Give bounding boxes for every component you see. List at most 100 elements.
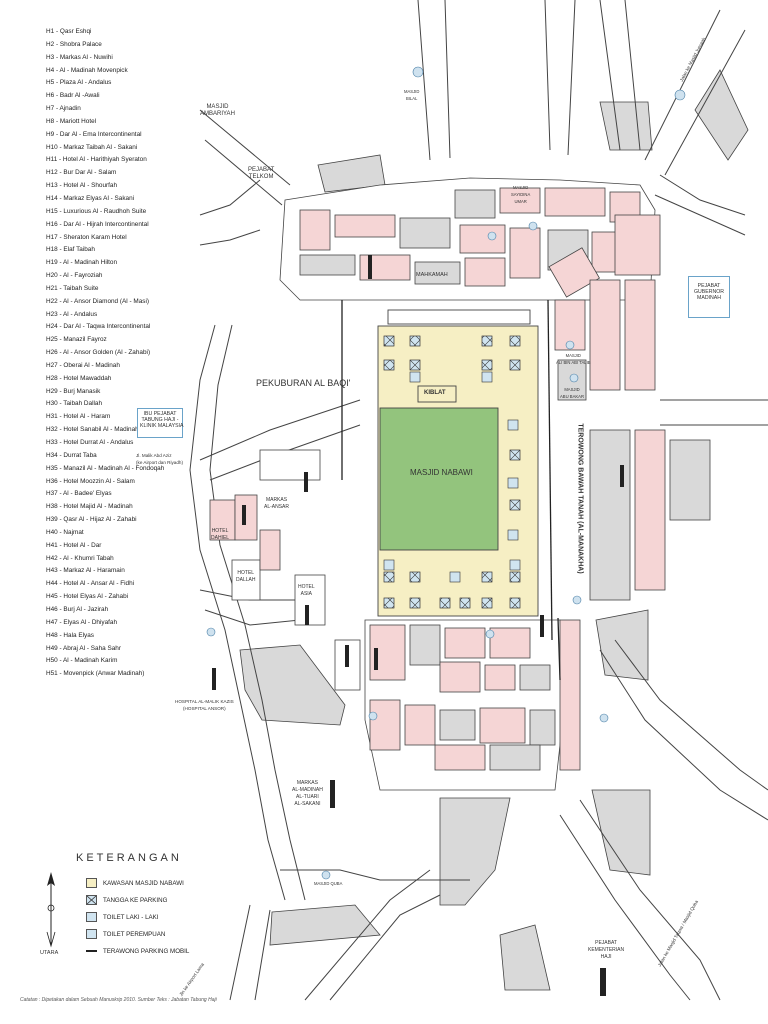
hotel-list-item: H19 - Al - Madinah Hilton bbox=[46, 259, 118, 267]
hotel-list-item: H33 - Hotel Durrat Al - Andalus bbox=[46, 439, 134, 446]
legend-label: TANGGA KE PARKING bbox=[103, 896, 168, 904]
east-block bbox=[548, 214, 711, 601]
hotel-list-item: H10 - Markaz Taibah Al - Sakani bbox=[46, 143, 138, 151]
north-block bbox=[279, 177, 656, 301]
hotel-list-item: H32 - Hotel Sanabil Al - Madinah bbox=[46, 426, 139, 434]
hotel-list-item: H38 - Hotel Majid Al - Madinah bbox=[46, 503, 133, 511]
hotel-list-item: H20 - Al - Fayroziah bbox=[46, 272, 103, 280]
hotel-list-item: H48 - Hala Elyas bbox=[46, 631, 94, 639]
label-tabung-haji: IBU PEJABAT TABUNG HAJI - KLINIK MALAYSI… bbox=[137, 408, 183, 438]
hotel-list-item: H39 - Qasr Al - Hijaz Al - Zahabi bbox=[46, 516, 137, 524]
label-masjid-bilal: MASJID BILAL bbox=[404, 89, 420, 101]
legend-label: TOILET LAKI - LAKI bbox=[103, 913, 159, 921]
label-terowong-bawah-tanah: TEROWONG BAWAH TANAH (AL-MANAKHA) bbox=[576, 423, 584, 574]
hotel-list-item: H51 - Movenpick (Anwar Madinah) bbox=[46, 670, 145, 678]
hotel-list-item: H35 - Manazil Al - Madinah Al - Fondoqah bbox=[46, 464, 165, 472]
label-pejabat-kementerian-haji: PEJABAT KEMENTERIAN HAJI bbox=[588, 940, 625, 960]
hotel-list-item: H28 - Hotel Mawaddah bbox=[46, 374, 112, 382]
hotel-list-item: H8 - Mariott Hotel bbox=[46, 117, 97, 125]
label-hotel-asia: HOTEL ASIA bbox=[298, 584, 315, 597]
hotel-list-item: H16 - Dar Al - Hijrah Intercontinental bbox=[46, 220, 149, 228]
label-masjid-abu-bakar: MASJID ABU BAKAR bbox=[560, 387, 584, 399]
hotel-list-item: H30 - Taibah Dallah bbox=[46, 400, 103, 408]
hotel-list-item: H45 - Hotel Elyas Al - Zahabi bbox=[46, 593, 129, 601]
hotel-index-list: H1 - Qasr Eshqi H2 - Shobra Palace H3 - … bbox=[46, 26, 206, 681]
label-markas-al-ansar: MARKAS AL-ANSAR bbox=[264, 497, 290, 510]
label-pejabat-telkom: PEJABAT TELKOM bbox=[248, 167, 275, 180]
hotel-list-item: H14 - Markaz Elyas Al - Sakani bbox=[46, 194, 135, 202]
label-markas-tuari: MARKAS AL-MADINAH AL-TUARI AL-SAKANI bbox=[292, 780, 323, 807]
tower-markers bbox=[212, 255, 624, 996]
hotel-list-item: H25 - Manazil Fayroz bbox=[46, 336, 107, 344]
toilet-markers bbox=[383, 371, 521, 583]
map-caption: Catatan : Dipetakan dalam Sebuah Manuskr… bbox=[20, 997, 217, 1003]
north-label: UTARA bbox=[40, 950, 59, 956]
label-masjid-quba-small: MASJID QUBA bbox=[314, 881, 343, 886]
hotel-list-item: H11 - Hotel Al - Harithiyah Syeraton bbox=[46, 156, 147, 164]
hotel-list-item: H37 - Al - Badee' Elyas bbox=[46, 490, 112, 498]
label-mahkamah: MAHKAMAH bbox=[416, 272, 448, 278]
north-arrow-icon bbox=[46, 872, 56, 948]
hotel-list-item: H43 - Markaz Al - Haramain bbox=[46, 567, 125, 575]
legend-item-parking-tunnel: TERAWONG PARKING MOBIL bbox=[86, 944, 189, 958]
parking-tunnel bbox=[341, 299, 561, 681]
hotel-list-item: H6 - Badr Al -Awali bbox=[46, 92, 100, 100]
legend-label: KAWASAN MASJID NABAWI bbox=[103, 879, 184, 887]
hotel-list-item: H22 - Al - Ansor Diamond (Al - Masi) bbox=[46, 297, 149, 305]
hotel-list-item: H24 - Dar Al - Taqwa Intercontinental bbox=[46, 323, 151, 331]
hotel-list-item: H49 - Abraj Al - Saha Sahr bbox=[46, 644, 121, 652]
hotel-list-item: H15 - Luxurious Al - Raudhoh Suite bbox=[46, 207, 147, 215]
tunnel-line-icon bbox=[86, 946, 97, 956]
label-masjid-ali: MASJID ALI BIN ABI TALIB bbox=[556, 353, 591, 365]
hotel-list-item: H23 - Al - Andalus bbox=[46, 310, 98, 318]
road-network bbox=[189, 0, 768, 1001]
south-block bbox=[364, 619, 581, 791]
hotel-list-item: H12 - Bur Dar Al - Salam bbox=[46, 169, 117, 177]
label-hospital: HOSPITAL AL-MALIK KAZIS (HOSPITAL ANSOR) bbox=[175, 699, 234, 711]
hotel-list-item: H17 - Sheraton Karam Hotel bbox=[46, 233, 127, 241]
hotel-list-item: H4 - Al - Madinah Movenpick bbox=[46, 66, 128, 74]
hotel-list-item: H40 - Najmat bbox=[46, 528, 84, 536]
hotel-list-item: H9 - Dar Al - Ema Intercontinental bbox=[46, 130, 142, 138]
hotel-list-item: H26 - Al - Ansor Golden (Al - Zahabi) bbox=[46, 349, 151, 357]
label-masjid-ambariyah: MASJID AMBARIYAH bbox=[200, 104, 235, 117]
label-pekuburan-al-baqi: PEKUBURAN AL BAQI' bbox=[256, 378, 351, 388]
hotel-list-item: H50 - Al - Madinah Karim bbox=[46, 657, 118, 665]
toilet-men-icon bbox=[86, 912, 97, 922]
hotel-list-item: H7 - Ajnadin bbox=[46, 105, 81, 113]
stairs-icon bbox=[86, 895, 97, 905]
hotel-list-item: H47 - Elyas Al - Dhiyafah bbox=[46, 618, 118, 626]
label-kiblat: KIBLAT bbox=[424, 390, 446, 396]
hotel-list-item: H13 - Hotel Al - Shourfah bbox=[46, 182, 118, 190]
label-hotel-dahiel: HOTEL DAHIEL bbox=[211, 528, 230, 541]
hotel-list-item: H34 - Durrat Taba bbox=[46, 451, 97, 459]
hotel-list-item: H3 - Markas Al - Nuwihi bbox=[46, 53, 113, 61]
hotel-list-item: H46 - Burj Al - Jazirah bbox=[46, 605, 109, 613]
hotel-list-item: H31 - Hotel Al - Haram bbox=[46, 413, 111, 421]
legend-title: KETERANGAN bbox=[76, 852, 182, 864]
hotel-list-item: H18 - Elaf Taibah bbox=[46, 246, 95, 254]
hotel-list-item: H1 - Qasr Eshqi bbox=[46, 28, 92, 35]
hotel-list-item: H29 - Burj Manasik bbox=[46, 387, 101, 395]
toilet-women-icon bbox=[86, 929, 97, 939]
hotel-list-item: H27 - Oberai Al - Madinah bbox=[46, 361, 120, 369]
parking-stairs bbox=[383, 335, 521, 609]
label-masjid-nabawi: MASJID NABAWI bbox=[410, 468, 473, 477]
hotel-list-item: H36 - Hotel Moozzin Al - Salam bbox=[46, 477, 135, 485]
legend-item-toilet-men: TOILET LAKI - LAKI bbox=[86, 910, 158, 924]
mosque-icons bbox=[206, 66, 686, 880]
hotel-list-item: H5 - Plaza Al - Andalus bbox=[46, 79, 112, 87]
map-legend: KETERANGAN KAWASAN MASJID NABAWI TANGGA … bbox=[40, 852, 240, 972]
label-masjid-sayidina-umar: MASJID SAYIDINA UMAR bbox=[511, 185, 531, 204]
legend-label: TOILET PEREMPUAN bbox=[103, 930, 166, 938]
label-hotel-dallah: HOTEL DALLAH bbox=[236, 570, 256, 583]
hotel-list-item: H21 - Taibah Suite bbox=[46, 284, 99, 292]
legend-item-stairs: TANGGA KE PARKING bbox=[86, 893, 167, 907]
hotel-list-item: H44 - Hotel Al - Ansar Al - Fidhi bbox=[46, 580, 135, 588]
mosque-area-swatch bbox=[86, 878, 97, 888]
legend-item-mosque-area: KAWASAN MASJID NABAWI bbox=[86, 876, 184, 890]
hotel-list-item: H42 - Al - Khumri Tabah bbox=[46, 554, 114, 562]
legend-item-toilet-women: TOILET PEREMPUAN bbox=[86, 927, 165, 941]
legend-label: TERAWONG PARKING MOBIL bbox=[103, 947, 190, 955]
